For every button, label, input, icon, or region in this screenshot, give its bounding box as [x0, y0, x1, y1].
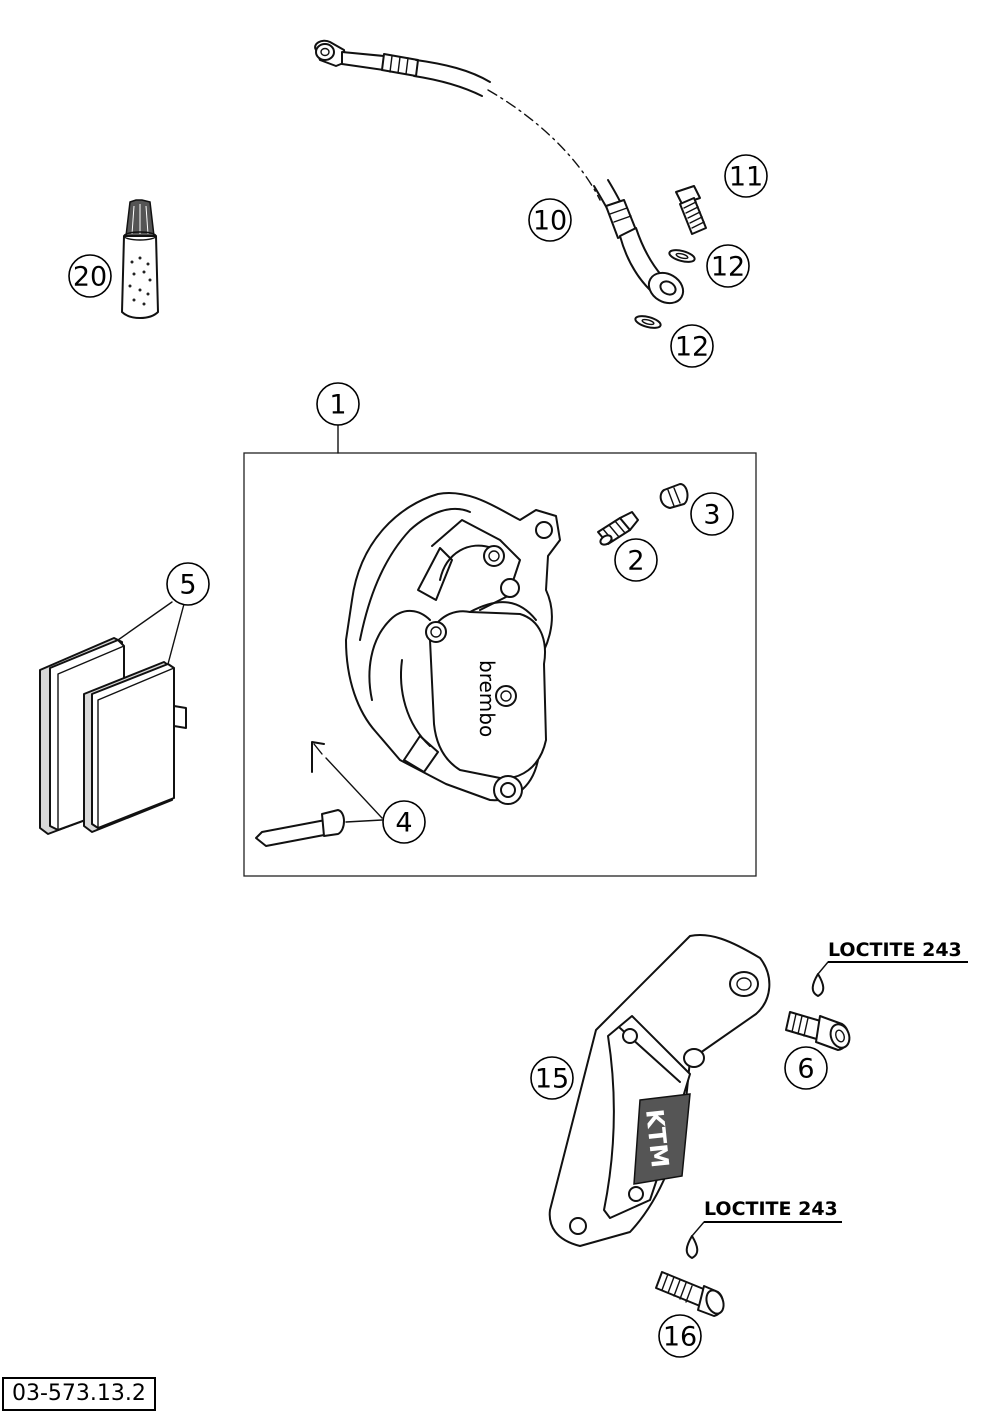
- loctite-drop-upper: [811, 973, 825, 997]
- callout-1: 1: [316, 382, 360, 426]
- callout-15: 15: [530, 1056, 574, 1100]
- bracket-logo-text: KTM: [640, 1108, 674, 1169]
- callout-20: 20: [68, 254, 112, 298]
- leader-4a: [345, 819, 383, 823]
- reference-number-box: 03-573.13.2: [2, 1377, 156, 1411]
- leader-loctite-lower: [691, 1221, 705, 1237]
- banjo-bolt: [675, 185, 707, 235]
- callout-12-upper-label: 12: [711, 252, 745, 283]
- callout-16-label: 16: [663, 1322, 697, 1353]
- callout-12-lower: 12: [670, 324, 714, 368]
- brake-pads: [39, 637, 187, 835]
- callout-10: 10: [528, 198, 572, 242]
- callout-3-label: 3: [703, 500, 720, 531]
- brake-line: [314, 39, 685, 305]
- loctite-bottle: [121, 199, 159, 319]
- callout-20-label: 20: [73, 262, 107, 293]
- brake-caliper: brembo: [345, 492, 561, 805]
- callout-2-label: 2: [627, 546, 644, 577]
- sealing-washer-lower: [634, 315, 662, 329]
- sealing-washer-upper: [668, 249, 696, 263]
- leader-5b: [167, 603, 185, 665]
- callout-10-label: 10: [533, 206, 567, 237]
- reference-number: 03-573.13.2: [12, 1381, 146, 1406]
- callout-1-label: 1: [329, 390, 346, 421]
- callout-4-label: 4: [395, 808, 412, 839]
- callout-3: 3: [690, 492, 734, 536]
- leader-loctite-upper: [817, 961, 829, 975]
- callout-16: 16: [658, 1314, 702, 1358]
- callout-5: 5: [166, 562, 210, 606]
- loctite-label-lower: LOCTITE 243: [704, 1198, 838, 1220]
- caliper-bracket: KTM: [548, 934, 771, 1247]
- loctite-drop-lower: [685, 1235, 699, 1259]
- bracket-screw: [655, 1271, 725, 1317]
- callout-11-label: 11: [729, 162, 763, 193]
- callout-6: 6: [784, 1046, 828, 1090]
- callout-4: 4: [382, 800, 426, 844]
- pad-pin: [255, 741, 345, 847]
- callout-12-lower-label: 12: [675, 332, 709, 363]
- loctite-label-upper: LOCTITE 243: [828, 939, 962, 961]
- bleed-nipple: [597, 511, 639, 546]
- callout-15-label: 15: [535, 1064, 569, 1095]
- callout-2: 2: [614, 538, 658, 582]
- bleed-cap: [659, 483, 689, 509]
- caliper-assembly-box: [243, 452, 757, 877]
- callout-6-label: 6: [797, 1054, 814, 1085]
- callout-11: 11: [724, 154, 768, 198]
- leader-5a: [117, 601, 173, 641]
- caliper-screw: [785, 1011, 851, 1051]
- callout-5-label: 5: [179, 570, 196, 601]
- caliper-brand-text: brembo: [475, 660, 499, 737]
- callout-12-upper: 12: [706, 244, 750, 288]
- leader-4b: [325, 757, 383, 819]
